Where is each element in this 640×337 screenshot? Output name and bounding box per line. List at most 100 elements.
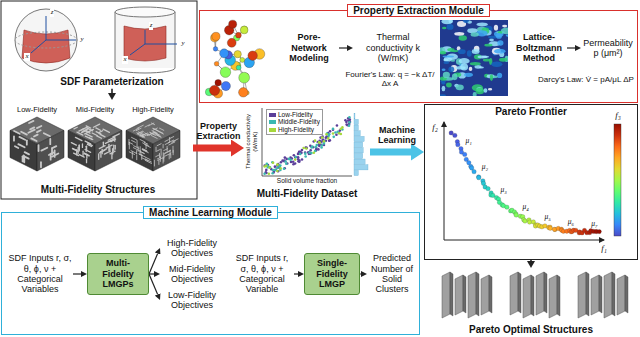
cube-texture <box>49 139 51 144</box>
cube-texture <box>158 131 164 134</box>
cube-texture <box>136 155 137 159</box>
cube-texture <box>97 136 102 138</box>
pore-body <box>236 32 242 38</box>
histogram-bar <box>354 136 364 141</box>
axis-title: Solid volume fraction <box>276 177 338 184</box>
cube-texture <box>137 141 138 147</box>
flow-blob <box>446 82 452 87</box>
lbm-ground <box>440 20 508 96</box>
axis-line <box>262 176 352 177</box>
data-point <box>348 124 351 127</box>
cube-texture <box>15 146 18 148</box>
legend-entry: High-Fidelity <box>269 126 320 133</box>
pareto-point <box>476 175 480 179</box>
cube-texture <box>169 155 170 159</box>
edge-label: Property Extraction <box>194 121 244 142</box>
flow-blob <box>476 88 484 94</box>
pore-body <box>248 51 258 61</box>
legend-swatch <box>269 128 276 132</box>
data-point <box>335 134 338 137</box>
data-point <box>334 131 337 134</box>
node-text: Multi-Fidelity Dataset <box>257 188 358 200</box>
connector-arrow <box>360 273 361 274</box>
data-point <box>323 142 326 145</box>
flow-blob <box>467 50 472 56</box>
cube-texture <box>165 140 168 142</box>
pore-body <box>227 38 236 47</box>
output-label: Mid-Fidelity Objectives <box>160 263 224 286</box>
flow-blob <box>447 24 454 30</box>
chart-panel: Pareto Frontier <box>424 104 638 260</box>
node-text: Machine Learning Module <box>143 206 278 220</box>
axis-label: f₃ <box>614 111 622 121</box>
pareto-point <box>453 133 457 137</box>
cube-texture <box>132 140 136 142</box>
axis-line <box>145 44 177 45</box>
cube-face <box>10 131 37 172</box>
flow-blob <box>442 86 446 92</box>
cube-texture <box>140 139 145 142</box>
cube-texture <box>165 153 171 156</box>
connector-arrow <box>370 149 411 156</box>
node-text: Pareto Optimal Structures <box>469 324 593 336</box>
pore-body <box>221 81 230 90</box>
flow-blob <box>490 74 493 81</box>
pore-body <box>239 88 248 97</box>
cube-texture <box>29 121 33 123</box>
flow-blob <box>467 28 477 33</box>
cube-texture <box>169 137 170 141</box>
data-point <box>309 149 312 152</box>
structure-cube <box>10 117 64 171</box>
data-point <box>298 159 301 162</box>
cube-texture <box>78 145 79 149</box>
structure-slab-side <box>612 272 615 316</box>
module-box: Machine Learning ModuleSDF Inputs r, σ, … <box>1 212 420 335</box>
data-point <box>265 164 268 167</box>
cube-texture <box>13 136 15 140</box>
flow-blob <box>470 62 481 65</box>
flow-blob <box>469 67 473 71</box>
cube-texture <box>82 144 83 147</box>
data-point <box>305 147 308 150</box>
pareto-point <box>449 131 453 135</box>
data-point <box>276 163 279 166</box>
structure-slab-side <box>599 275 602 313</box>
pore-body <box>229 20 237 28</box>
cube-texture <box>164 153 165 158</box>
data-point <box>323 140 326 143</box>
cube-texture <box>141 135 145 137</box>
cube-texture <box>38 145 40 151</box>
cube-texture <box>40 162 42 167</box>
legend-entry: Low-Fidelity <box>269 111 320 118</box>
data-point <box>304 155 307 158</box>
legend-text: Low-Fidelity <box>278 111 313 118</box>
pareto-plot <box>444 122 621 240</box>
output-label: High-Fidelity Objectives <box>160 237 224 260</box>
cube-texture <box>142 149 146 151</box>
cube-texture <box>173 150 174 154</box>
property-label: Thermal conductivity k (W/mK) <box>353 31 433 64</box>
cube-texture <box>34 135 38 137</box>
cube-texture <box>153 128 157 130</box>
cube-texture <box>79 155 84 157</box>
cube-texture <box>41 148 47 151</box>
flow-blob <box>443 56 454 58</box>
optimal-structures <box>442 272 628 318</box>
node-text: High-Fidelity Objectives <box>161 238 223 259</box>
flow-blob <box>482 56 489 58</box>
data-point <box>284 160 287 163</box>
legend-text: High-Fidelity <box>278 126 314 133</box>
cube-texture <box>86 146 87 151</box>
flow-blob <box>497 40 503 45</box>
data-point <box>272 161 275 164</box>
flow-blob <box>476 22 488 26</box>
cube-texture <box>100 152 101 157</box>
sphere-outline <box>15 9 77 71</box>
histogram-bar <box>354 119 358 124</box>
data-point <box>276 170 279 173</box>
pore-body <box>209 85 219 95</box>
data-point <box>274 169 277 172</box>
cube-texture <box>98 154 99 159</box>
connector-arrow <box>73 273 81 274</box>
cube-texture <box>73 149 78 152</box>
